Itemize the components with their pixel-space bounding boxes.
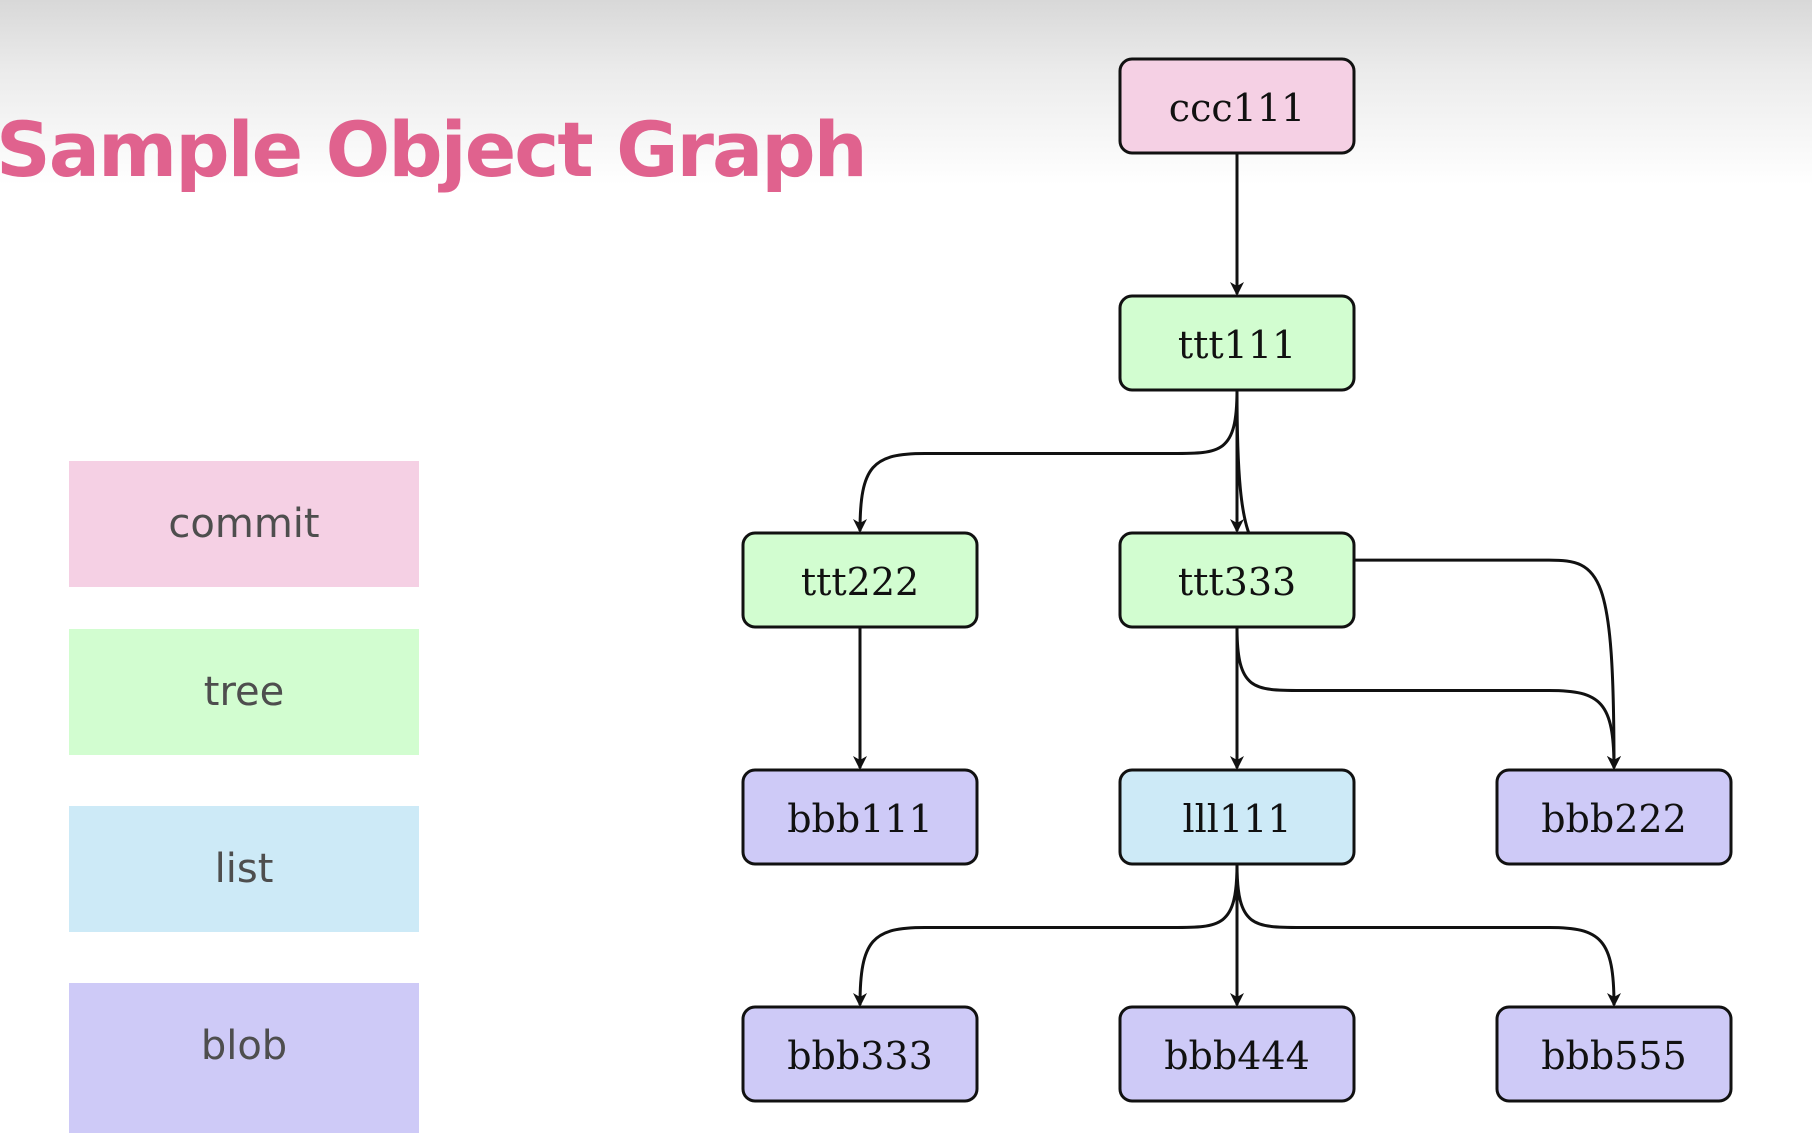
node-box-bbb444 (1118, 1005, 1356, 1103)
node-label-bbb444: bbb444 (1164, 1034, 1310, 1078)
node-label-ttt222: ttt222 (801, 560, 919, 604)
node-ttt333: ttt333 (1118, 531, 1356, 629)
edge-ttt111-ttt222 (853, 389, 1239, 533)
node-bbb444: bbb444 (1118, 1005, 1356, 1103)
node-bbb555: bbb555 (1495, 1005, 1733, 1103)
edge-ttt111-bbb222 (1235, 389, 1621, 770)
node-label-ccc111: ccc111 (1169, 86, 1305, 130)
legend-commit-label: commit (168, 501, 320, 547)
node-bbb222: bbb222 (1495, 768, 1733, 866)
node-box-bbb222 (1495, 768, 1733, 866)
edge-lll111-bbb555 (1235, 863, 1621, 1007)
node-bbb111: bbb111 (741, 768, 979, 866)
node-box-ttt111 (1118, 294, 1356, 392)
page-title: Sample Object Graph (0, 105, 868, 194)
node-label-ttt333: ttt333 (1178, 560, 1296, 604)
edge-ttt333-bbb222 (1235, 626, 1621, 770)
node-lll111: lll111 (1118, 768, 1356, 866)
node-box-lll111 (1118, 768, 1356, 866)
node-box-bbb555 (1495, 1005, 1733, 1103)
nodes-layer: ccc111 ttt111 ttt222 ttt333 bbb111 lll111 bbb2… (741, 57, 1733, 1103)
node-label-bbb555: bbb555 (1541, 1034, 1687, 1078)
node-ttt222: ttt222 (741, 531, 979, 629)
legend-tree-label: tree (203, 669, 285, 715)
node-label-lll111: lll111 (1183, 797, 1292, 841)
node-ccc111: ccc111 (1118, 57, 1356, 155)
edge-lll111-bbb333 (853, 863, 1239, 1007)
node-label-bbb111: bbb111 (787, 797, 933, 841)
node-label-bbb333: bbb333 (787, 1034, 933, 1078)
node-ttt111: ttt111 (1118, 294, 1356, 392)
node-bbb333: bbb333 (741, 1005, 979, 1103)
node-label-bbb222: bbb222 (1541, 797, 1687, 841)
legend-list: list (69, 806, 419, 932)
node-box-ttt222 (741, 531, 979, 629)
legend-list-label: list (214, 846, 274, 892)
node-box-ttt333 (1118, 531, 1356, 629)
node-box-ccc111 (1118, 57, 1356, 155)
legend-blob-label: blob (200, 1023, 288, 1069)
legend-tree: tree (69, 629, 419, 755)
edges-layer (853, 153, 1621, 1007)
legend-commit: commit (69, 461, 419, 587)
node-label-ttt111: ttt111 (1178, 323, 1296, 367)
node-box-bbb111 (741, 768, 979, 866)
legend-blob: blob (69, 983, 419, 1133)
node-box-bbb333 (741, 1005, 979, 1103)
